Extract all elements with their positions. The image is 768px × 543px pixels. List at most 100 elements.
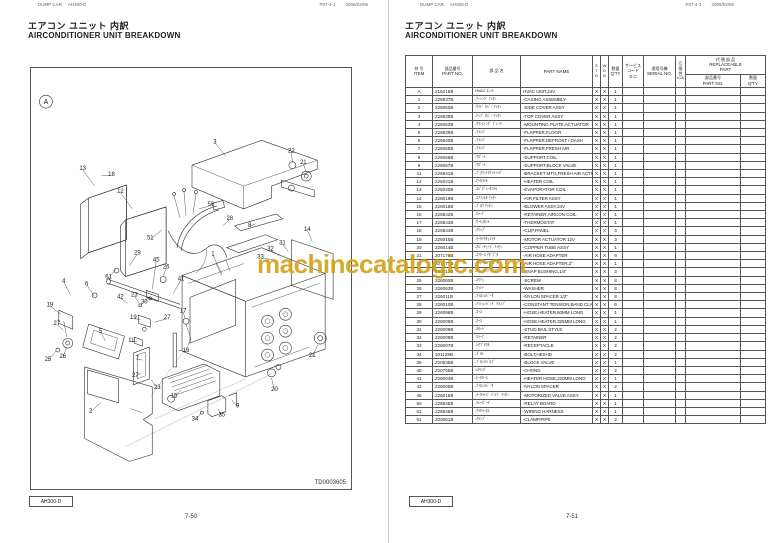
col-serial-no: 適用号機 SERIAL NO.	[643, 55, 676, 88]
block-valve-drawing	[200, 392, 238, 417]
col-ica: 互 換 性 ICA	[675, 55, 686, 88]
callout-number: 5	[99, 329, 103, 335]
callout-leader-line	[62, 347, 67, 358]
page-divider	[388, 0, 389, 543]
adapter-drawing	[267, 331, 327, 378]
col-std: S T D	[592, 55, 601, 88]
callout-number: 30	[141, 299, 148, 305]
callout-number: 29	[134, 251, 141, 257]
callout-number: 26	[59, 354, 66, 360]
callout-number: 4	[62, 278, 66, 284]
callout-number: 27	[132, 373, 139, 379]
callout-leader-line	[178, 349, 187, 352]
callout-number: 21	[309, 353, 316, 359]
callout-number: 20	[271, 387, 278, 393]
top-cover-drawing	[191, 140, 318, 210]
page-header-right: DUMP CAR AH300-D P07-4-1 2006/02/06	[384, 2, 768, 7]
flapper-floor-drawing	[82, 323, 125, 360]
callout-number: 45	[153, 258, 160, 264]
callout-number: 34	[192, 417, 199, 423]
col-repl-part-no: 部品番号 PART NO.	[685, 74, 741, 88]
col-part-name: PART NAME	[520, 55, 593, 88]
callout-leader-line	[129, 254, 138, 266]
callout-number: 23	[154, 385, 161, 391]
callout-number: 50	[208, 202, 215, 208]
watermark-text: machinecatalogic.com	[257, 249, 526, 279]
callout-leader-line	[198, 205, 211, 210]
side-cover-drawing	[84, 366, 153, 462]
page-number-left: 7-50	[185, 514, 198, 520]
callout-leader-line	[108, 269, 116, 279]
callout-number: 33	[257, 255, 264, 261]
callout-leader-line	[291, 151, 293, 163]
header-ref-date-text: P07-4-1 2006/02/06	[685, 2, 734, 7]
callout-number: 14	[304, 227, 311, 233]
callout-number: 9	[236, 404, 240, 410]
callout-leader-line	[271, 377, 275, 391]
callout-leader-line	[217, 408, 222, 417]
callout-number: 1	[211, 252, 215, 258]
callout-leader-line	[86, 284, 95, 297]
header-ref-date-text: P07-4-1 2006/02/06	[319, 2, 368, 7]
callout-number: 42	[117, 294, 124, 300]
drawing-number: TD0003605	[314, 480, 346, 486]
piping-harness-drawing	[167, 188, 230, 276]
callout-leader-line	[63, 281, 71, 296]
title-block-left: エアコン ユニット 内訳 AIRCONDITIONER UNIT BREAKDO…	[28, 21, 180, 41]
casing-drawing	[181, 247, 327, 378]
callout-leader-line	[152, 261, 157, 290]
col-wdb: W D B	[600, 55, 609, 88]
callout-leader-line	[194, 413, 202, 421]
callout-number: 2	[89, 409, 93, 415]
callout-leader-line	[120, 297, 128, 304]
callout-number: 51	[147, 236, 154, 242]
col-name-jp: 部 品 名	[472, 55, 521, 88]
callout-leader-line	[212, 255, 222, 274]
callout-leader-line	[172, 279, 182, 294]
callout-number: 12	[117, 189, 124, 195]
page-title-en: AIRCONDITIONER UNIT BREAKDOWN	[405, 31, 558, 41]
callout-leader-line	[222, 219, 230, 226]
flapper-fresh-air-drawing	[133, 314, 192, 386]
callout-number: 15	[171, 394, 178, 400]
title-block-right: エアコン ユニット 内訳 AIRCONDITIONER UNIT BREAKDO…	[405, 21, 557, 41]
diagram-frame: A	[30, 67, 352, 490]
view-ref-a: A	[39, 94, 53, 109]
callout-leader-line	[47, 350, 56, 361]
callout-leader-line	[135, 372, 142, 377]
callout-number: 17	[180, 308, 187, 314]
callout-leader-line	[56, 324, 64, 331]
callout-leader-line	[162, 267, 167, 277]
callout-number: 11	[128, 338, 135, 344]
header-model-text: DUMP CAR AH300-D	[420, 2, 469, 7]
actuator-parts-drawing	[281, 161, 315, 198]
callout-number: 7	[136, 356, 140, 362]
heater-coil-drawing	[120, 206, 167, 277]
callout-leader-line	[270, 250, 280, 256]
callout-number: 23	[131, 292, 138, 298]
